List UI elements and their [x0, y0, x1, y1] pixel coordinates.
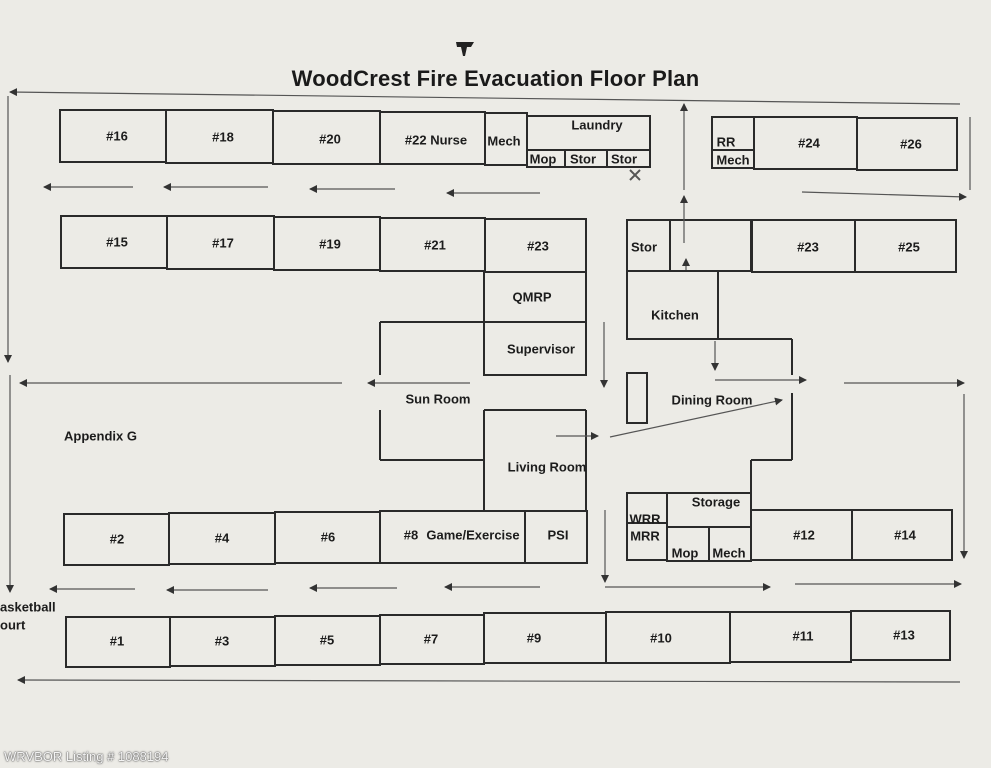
wall-room-36 — [851, 509, 953, 561]
room-13-label: #13 — [893, 627, 915, 643]
wall-room-41 — [483, 612, 607, 664]
room-4-label: #4 — [214, 530, 230, 546]
room-22-nurse-label: #22 Nurse — [404, 132, 468, 148]
room-9-label: #9 — [526, 630, 542, 646]
room-20-label: #20 — [319, 131, 341, 147]
qmrp-label: QMRP — [512, 289, 552, 305]
fire-marker — [629, 169, 641, 181]
room-7-label: #7 — [423, 631, 439, 647]
walls — [59, 109, 958, 668]
room-6-label: #6 — [320, 529, 336, 545]
wall-room-22 — [483, 321, 587, 376]
room-8-label: #8 — [403, 527, 419, 543]
room-17-label: #17 — [212, 235, 234, 251]
storage-label: Storage — [691, 494, 741, 510]
route-arrow-20 — [609, 397, 783, 438]
living-room-label: Living Room — [507, 459, 587, 475]
wall-room-20 — [854, 219, 957, 273]
route-arrow-0 — [9, 88, 961, 105]
room-3-label: #3 — [214, 633, 230, 649]
basketball-court-label-2: ourt — [0, 617, 26, 633]
wall-room-43 — [729, 611, 852, 663]
basketball-court-label-1: asketball — [0, 599, 56, 615]
mrr-label: MRR — [630, 528, 660, 544]
room-21-label: #21 — [424, 237, 446, 253]
wall-room-12 — [856, 117, 958, 171]
appendix-g-label: Appendix G — [64, 428, 137, 444]
evacuation-routes — [4, 88, 971, 685]
kitchen-label: Kitchen — [651, 307, 699, 323]
mech-bottom-label: Mech — [712, 545, 746, 561]
room-19-label: #19 — [319, 236, 341, 252]
mech-rr-label: Mech — [716, 152, 750, 168]
wrr-label: WRR — [629, 511, 661, 527]
plan-title: WoodCrest Fire Evacuation Floor Plan — [291, 66, 700, 91]
mop-bottom-label: Mop — [671, 545, 699, 561]
stor-top-2-label: Stor — [611, 151, 637, 167]
room-25-label: #25 — [898, 239, 920, 255]
room-15-label: #15 — [106, 234, 128, 250]
wall-room-24 — [626, 372, 648, 424]
map-pin-logo — [456, 42, 474, 56]
wall-room-23 — [626, 270, 719, 340]
rr-label: RR — [716, 134, 736, 150]
room-2-label: #2 — [109, 531, 125, 547]
wall-room-44 — [850, 610, 951, 661]
stor-kitchen-label: Stor — [631, 239, 657, 255]
room-16-label: #16 — [106, 128, 128, 144]
game-exercise-label: Game/Exercise — [426, 527, 520, 543]
route-arrow-1 — [17, 676, 961, 685]
supervisor-label: Supervisor — [507, 341, 575, 357]
listing-watermark: WRVBOR Listing # 1088194 — [4, 749, 169, 764]
sun-room-label: Sun Room — [405, 391, 471, 407]
room-10-label: #10 — [650, 630, 672, 646]
room-14-label: #14 — [894, 527, 916, 543]
room-1-label: #1 — [109, 633, 125, 649]
dining-room-label: Dining Room — [671, 392, 753, 408]
mop-top-label: Mop — [529, 151, 557, 167]
route-arrow-10 — [801, 191, 967, 201]
room-5-label: #5 — [319, 632, 335, 648]
wall-room-8 — [606, 149, 651, 168]
room-12-label: #12 — [793, 527, 815, 543]
room-11-label: #11 — [792, 628, 814, 644]
room-26-label: #26 — [900, 136, 922, 152]
room-23b-label: #23 — [797, 239, 819, 255]
room-23-label: #23 — [527, 238, 549, 254]
wall-room-29 — [524, 510, 588, 564]
room-24-label: #24 — [798, 135, 820, 151]
stor-top-1-label: Stor — [570, 151, 596, 167]
room-18-label: #18 — [212, 129, 234, 145]
mech-top-label: Mech — [487, 133, 521, 149]
psi-label: PSI — [547, 527, 569, 543]
laundry-label: Laundry — [571, 117, 623, 133]
